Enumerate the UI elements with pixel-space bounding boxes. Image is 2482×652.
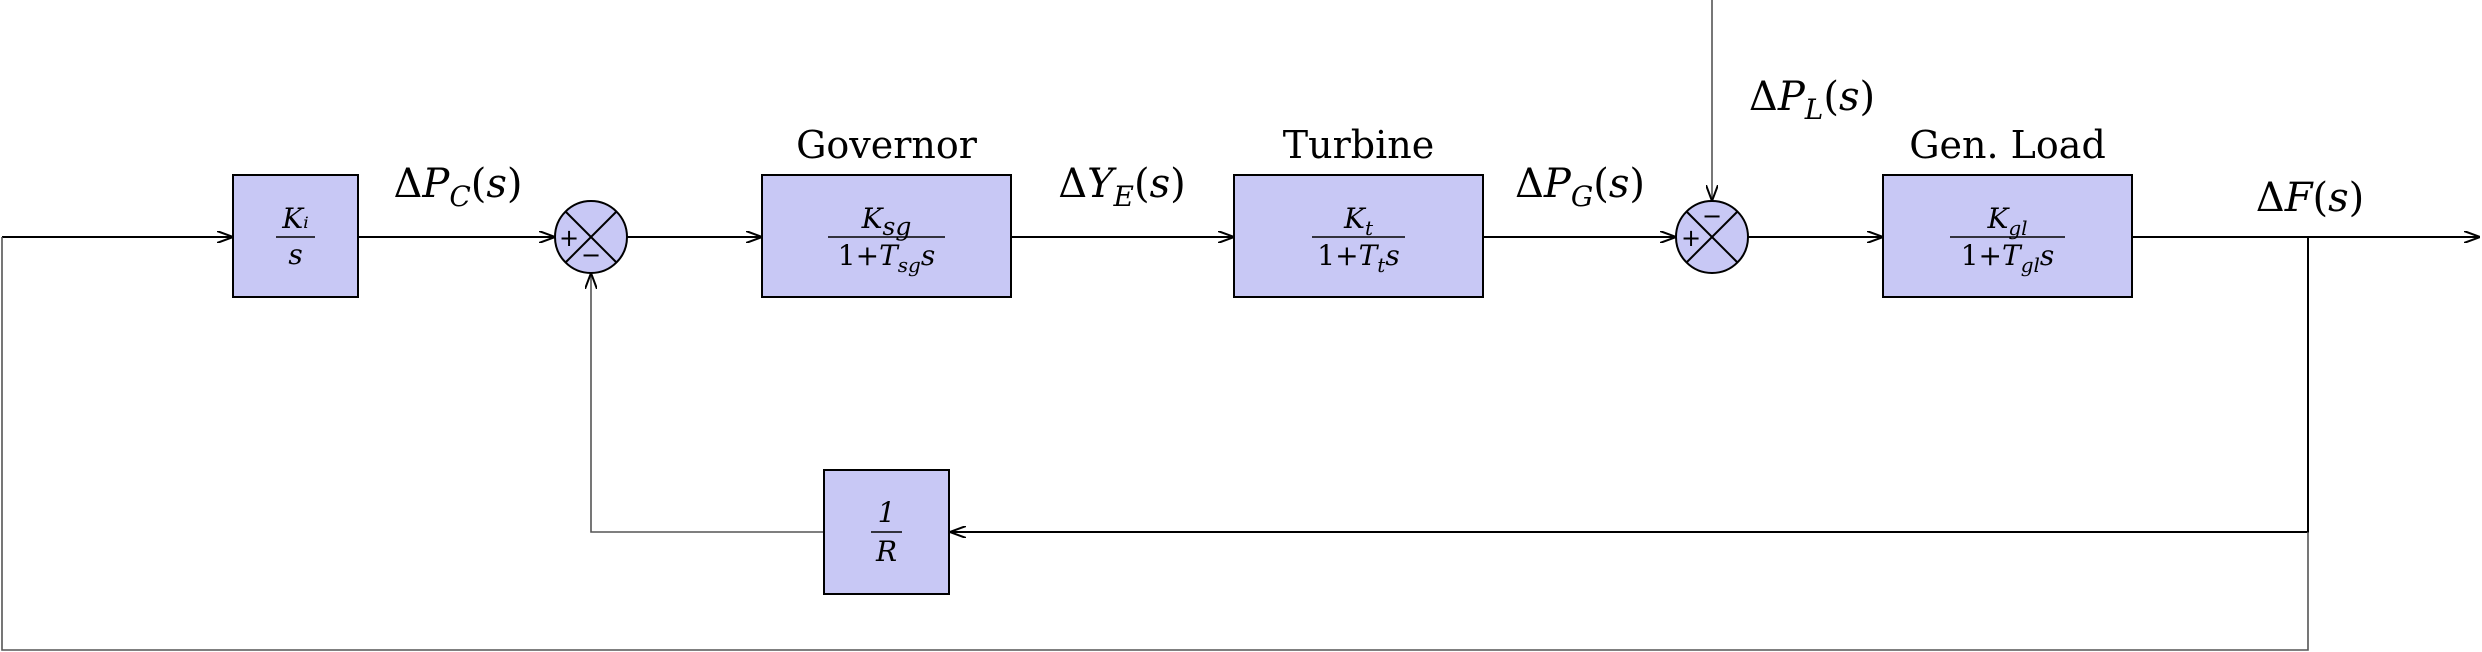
droop-denominator: R	[875, 535, 897, 568]
integral-controller-block: Kᵢ s	[232, 174, 359, 298]
droop-numerator: 1	[878, 496, 896, 529]
summing-junction-1: + −	[554, 200, 628, 274]
summing-junction-2: + −	[1675, 200, 1749, 274]
sum2-minus-sign: −	[1702, 202, 1722, 230]
governor-block: Governor Ksg 1+Tsgs	[761, 123, 1012, 298]
signal-labels: ΔPC(s) ΔYE(s) ΔPG(s) ΔPL(s) ΔF(s)	[394, 74, 2365, 221]
signal-pc-label: ΔPC(s)	[394, 161, 523, 213]
integral-numerator: Kᵢ	[281, 202, 309, 235]
droop-block: 1 R	[823, 469, 950, 595]
gen-load-title: Gen. Load	[1909, 123, 2106, 167]
signal-pg-label: ΔPG(s)	[1515, 161, 1645, 213]
turbine-block: Turbine Kt 1+Tts	[1233, 123, 1484, 298]
sum1-minus-sign: −	[581, 241, 601, 269]
signal-pl-label: ΔPL(s)	[1749, 74, 1875, 126]
integral-denominator: s	[288, 238, 302, 271]
wire-droop-to-sum1	[591, 273, 824, 533]
signal-f-label: ΔF(s)	[2256, 175, 2364, 221]
sum1-plus-sign: +	[559, 224, 579, 252]
governor-title: Governor	[796, 123, 978, 167]
wire-outer-loop	[1, 237, 2309, 651]
sum2-plus-sign: +	[1681, 224, 1701, 252]
governor-denominator: 1+Tsgs	[838, 239, 935, 277]
gen-load-block: Gen. Load Kgl 1+Tgls	[1882, 123, 2133, 298]
gen-load-denominator: 1+Tgls	[1961, 239, 2055, 277]
turbine-denominator: 1+Tts	[1317, 239, 1399, 277]
turbine-title: Turbine	[1283, 123, 1434, 167]
signal-ye-label: ΔYE(s)	[1058, 161, 1186, 213]
